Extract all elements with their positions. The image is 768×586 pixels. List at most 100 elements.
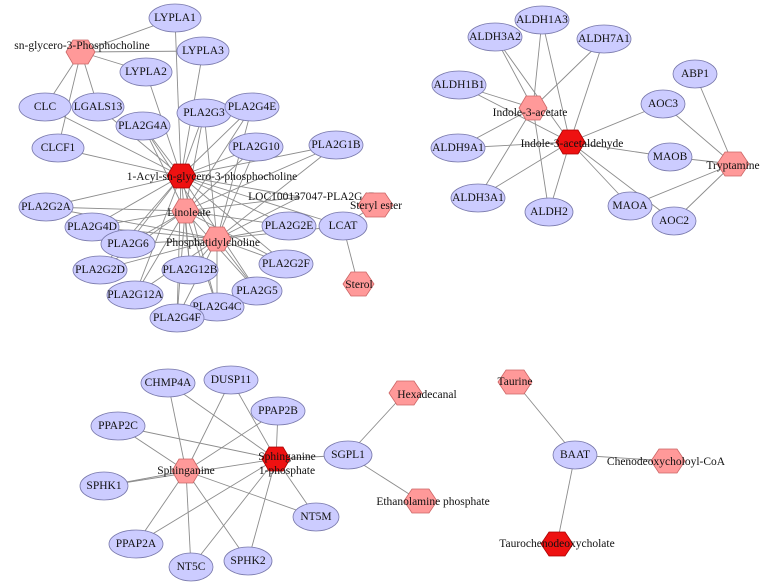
node-label: PPAP2A <box>116 538 157 550</box>
node-clcf1: CLCF1 <box>31 133 85 163</box>
node-label: SGPL1 <box>331 449 365 461</box>
node-lcat: LCAT <box>318 211 368 241</box>
node-hexadecanal: Hexadecanal <box>388 380 457 406</box>
node-label-line1: Sphinganine <box>258 451 316 463</box>
node-label: PLA2G1B <box>311 139 361 151</box>
node-label: LOC100137047-PLA2G4B <box>248 191 376 203</box>
edge-lypla1-acyl <box>174 17 182 177</box>
node-label: Tryptamine <box>706 160 759 172</box>
node-label: PLA2G2D <box>75 264 125 276</box>
node-pla2g10: PLA2G10 <box>228 132 284 162</box>
node-label: PLA2G2F <box>262 258 310 270</box>
node-label: Steryl ester <box>350 200 402 212</box>
node-abp1: ABP1 <box>672 59 718 89</box>
node-taurine: Taurine <box>498 369 532 395</box>
edge-sgpc-clcf1 <box>57 51 82 149</box>
node-aldh3a2: ALDH3A2 <box>467 22 523 52</box>
node-label: ALDH1A3 <box>516 14 568 26</box>
node-label: SPHK2 <box>230 555 265 567</box>
node-label: ALDH2 <box>530 206 568 218</box>
node-pla2g4d: PLA2G4D <box>64 212 120 242</box>
node-ppap2a: PPAP2A <box>108 529 164 559</box>
edge-pla2g12a-linoleate <box>134 210 186 296</box>
node-label-line2: 1-phosphate <box>259 465 315 477</box>
node-label: MAOB <box>653 151 688 163</box>
node-label: Linoleate <box>167 207 210 219</box>
node-label: ALDH3A1 <box>452 192 504 204</box>
node-label: CLCF1 <box>41 142 76 154</box>
node-aoc3: AOC3 <box>640 89 686 119</box>
node-label: PLA2G10 <box>232 141 280 153</box>
node-sphk2: SPHK2 <box>223 546 273 576</box>
node-pla2g4a: PLA2G4A <box>115 111 171 141</box>
node-label: PLA2G6 <box>107 238 149 250</box>
node-lypla2: LYPLA2 <box>119 57 173 87</box>
edge-sphk2-sphinganine <box>185 470 249 562</box>
edge-aoc2-iald <box>569 141 675 222</box>
node-indoleacetate: Indole-3-acetate <box>493 95 567 121</box>
node-label: ALDH1B1 <box>433 79 484 91</box>
edge-loc-linoleate <box>184 196 301 212</box>
node-label: PLA2G4D <box>67 221 117 233</box>
node-lypla1: LYPLA1 <box>148 3 202 33</box>
edge-pla2g1b-linoleate <box>184 144 337 212</box>
node-dusp11: DUSP11 <box>203 365 259 395</box>
node-steryl: Steryl ester <box>350 192 402 218</box>
node-label: LYPLA1 <box>154 12 196 24</box>
node-aldh1b1: ALDH1B1 <box>431 70 487 100</box>
node-sgpc: sn-glycero-3-Phosphocholine <box>14 39 150 65</box>
node-baat: BAAT <box>552 440 598 470</box>
node-tauro: Taurochenodeoxycholate <box>499 531 615 557</box>
node-label: ALDH3A2 <box>469 31 521 43</box>
edge-nt5c-s1p <box>190 458 277 568</box>
node-label: PPAP2B <box>258 405 298 417</box>
node-label: Indole-3-acetaldehyde <box>521 138 624 150</box>
node-label: PLA2G2A <box>21 201 72 213</box>
node-label: Phosphatidylcholine <box>166 237 260 249</box>
node-label: Chenodeoxycholoyl-CoA <box>607 456 726 468</box>
node-pla2g4c: PLA2G4C <box>189 292 245 322</box>
node-sterol: Sterol <box>342 271 375 297</box>
node-label: PLA2G12A <box>107 289 163 301</box>
node-label: Sphinganine <box>157 465 215 477</box>
edge-pla2g1b-pc <box>216 144 337 240</box>
edge-chmp4a-s1p <box>167 382 277 460</box>
node-label: PLA2G3 <box>183 107 225 119</box>
node-label: Ethanolamine phosphate <box>376 496 489 508</box>
node-indoleacetaldehyde: Indole-3-acetaldehyde <box>521 129 624 155</box>
node-label: PLA2G5 <box>236 285 278 297</box>
edge-aldh1a3-iald <box>541 19 571 143</box>
edge-pla2g4e-linoleate <box>184 106 253 212</box>
edge-aldh7a1-iald <box>569 38 605 143</box>
node-label: NT5C <box>177 561 206 573</box>
node-label: LCAT <box>329 220 358 232</box>
node-ppap2b: PPAP2B <box>250 396 306 426</box>
edge-clc-acyl <box>44 106 182 177</box>
node-label: LYPLA3 <box>182 45 224 57</box>
node-aldh7a1: ALDH7A1 <box>576 24 632 54</box>
node-label: Hexadecanal <box>397 389 456 401</box>
edge-pla2g4a-linoleate <box>142 125 186 212</box>
node-label: PLA2G4E <box>228 101 277 113</box>
node-label: LGALS13 <box>74 101 123 113</box>
node-label: SPHK1 <box>86 480 121 492</box>
node-aldh2: ALDH2 <box>524 197 574 227</box>
edge-ppap2a-s1p <box>135 458 277 545</box>
edge-nt5c-sphinganine <box>185 470 192 568</box>
node-label: 1-Acyl-sn-glycero-3-phosphocholine <box>127 171 298 183</box>
edge-aldh1a3-iaa <box>532 19 543 109</box>
node-label: AOC2 <box>659 215 689 227</box>
node-label: NT5M <box>300 511 331 523</box>
node-pla2g2e: PLA2G2E <box>261 211 317 241</box>
node-sphinganine: Sphinganine <box>157 458 215 484</box>
node-pla2g12b: PLA2G12B <box>161 255 219 285</box>
edge-lcat-acyl <box>180 175 344 227</box>
edge-pla2g12a-acyl <box>134 175 182 296</box>
edge-nt5m-sphinganine <box>185 470 317 518</box>
node-label: LYPLA2 <box>125 66 167 78</box>
node-label: Sterol <box>345 279 372 291</box>
node-maoa: MAOA <box>607 191 653 221</box>
edge-abp1-tryp <box>694 73 734 165</box>
